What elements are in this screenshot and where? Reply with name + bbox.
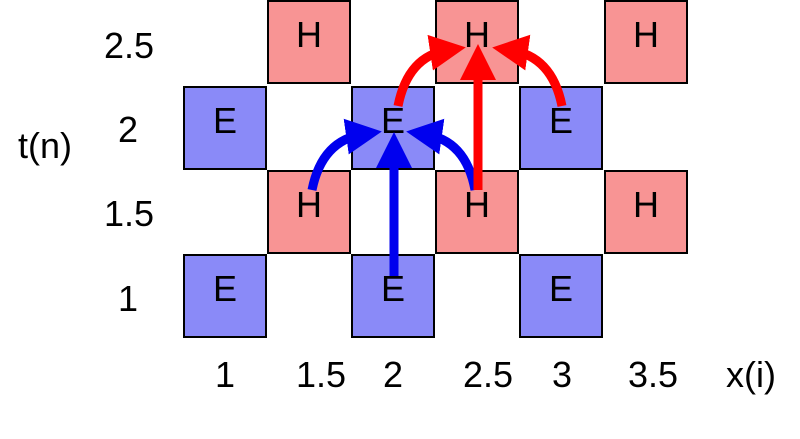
h-cell-x1.5-t2.5: H — [267, 0, 351, 84]
h-cell-x3.5-t2.5: H — [604, 0, 688, 84]
e-update-arrow-right — [406, 118, 480, 191]
h-cell-label: H — [633, 184, 659, 225]
y-tick-2: 2 — [118, 109, 139, 150]
e-cell-label: E — [212, 100, 237, 141]
h-cell-x3.5-t1.5: H — [604, 170, 688, 254]
e-cell-x1-t2: E — [183, 86, 267, 170]
e-cell-label: E — [548, 100, 573, 141]
y-axis-title: t(n) — [18, 125, 72, 166]
e-cell-x1-t1: E — [183, 254, 267, 338]
x-axis-title: x(i) — [726, 354, 776, 395]
h-cell-label: H — [633, 14, 659, 55]
h-update-arrow-right — [492, 34, 567, 107]
x-tick-2: 2 — [383, 354, 404, 395]
h-cell-label: H — [296, 14, 322, 55]
x-tick-2.5: 2.5 — [463, 354, 514, 395]
e-cell-label: E — [212, 268, 237, 309]
x-tick-3: 3 — [552, 354, 573, 395]
y-tick-1.5: 1.5 — [104, 193, 155, 234]
e-update-arrow-left — [307, 118, 382, 191]
e-cell-x3-t1: E — [519, 254, 603, 338]
h-update-arrow-left — [393, 34, 466, 107]
h-cell-label: H — [464, 184, 490, 225]
y-tick-1: 1 — [118, 278, 139, 319]
x-tick-1: 1 — [215, 354, 236, 395]
x-tick-3.5: 3.5 — [628, 354, 679, 395]
h-cell-label: H — [296, 184, 322, 225]
e-cell-label: E — [548, 268, 573, 309]
y-tick-2.5: 2.5 — [104, 25, 155, 66]
x-tick-1.5: 1.5 — [296, 354, 347, 395]
